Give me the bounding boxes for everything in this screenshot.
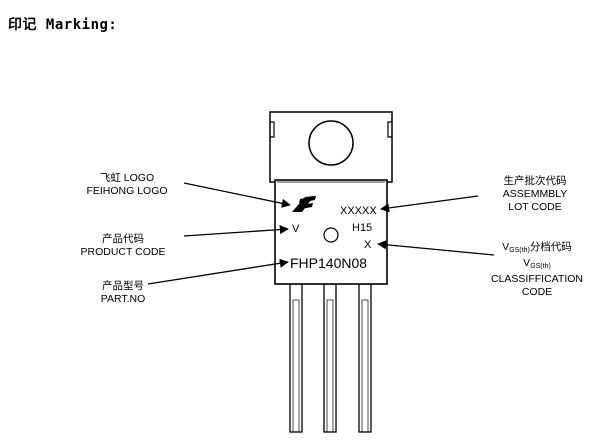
callout-lot-code-en2: LOT CODE [508, 201, 562, 213]
callout-class-code: VGS(th)分档代码 VGS(th) CLASSIFFICATION CODE [474, 241, 600, 299]
date-code-text: H15 [352, 222, 372, 234]
page-heading: 印记 Marking: [8, 17, 118, 33]
callout-part-no-cn: 产品型号 [102, 280, 144, 292]
mounting-hole [308, 120, 354, 166]
arrow-product-code [183, 225, 289, 237]
arrow-logo [183, 182, 291, 208]
callout-product-code-en: PRODUCT CODE [80, 246, 166, 258]
callout-part-no: 产品型号 PART.NO [70, 280, 176, 306]
lead-middle [323, 283, 337, 433]
lead-middle-inner [326, 299, 334, 433]
product-code-text: V [292, 223, 300, 235]
callout-lot-code-cn: 生产批次代码 [503, 175, 567, 187]
lead-left [289, 283, 303, 433]
callout-class-code-symbol: VGS(th) [523, 257, 551, 270]
part-number-text: FHP140N08 [290, 255, 367, 271]
feihong-logo [292, 196, 316, 212]
arrow-part-no [147, 258, 289, 285]
lead-right-inner [361, 299, 369, 433]
callout-product-code-cn: 产品代码 [102, 233, 144, 245]
arrow-lot-code [380, 195, 479, 213]
callout-class-code-en1: CLASSIFFICATION [491, 273, 583, 285]
package-tab [269, 111, 393, 183]
callout-product-code: 产品代码 PRODUCT CODE [70, 233, 176, 259]
package-leads [289, 283, 372, 433]
callout-logo: 飞虹 LOGO FEIHONG LOGO [74, 172, 180, 198]
callout-class-code-en2: CODE [521, 286, 553, 298]
callout-logo-cn: 飞虹 LOGO [99, 172, 155, 184]
package-body: XXXXX H15 X V FHP140N08 [274, 179, 388, 285]
arrow-class-code [377, 240, 495, 256]
class-code-text: X [364, 239, 372, 251]
callout-lot-code-en1: ASSEMMBLY [502, 188, 568, 200]
lot-code-text: XXXXX [340, 205, 377, 217]
lead-right [358, 283, 372, 433]
callout-class-code-cn: VGS(th)分档代码 [502, 241, 572, 254]
ejector-pin-dot [323, 227, 339, 243]
callout-lot-code: 生产批次代码 ASSEMMBLY LOT CODE [482, 175, 588, 214]
lead-left-inner [292, 299, 300, 433]
callout-logo-en: FEIHONG LOGO [86, 185, 168, 197]
callout-part-no-en: PART.NO [100, 293, 146, 305]
